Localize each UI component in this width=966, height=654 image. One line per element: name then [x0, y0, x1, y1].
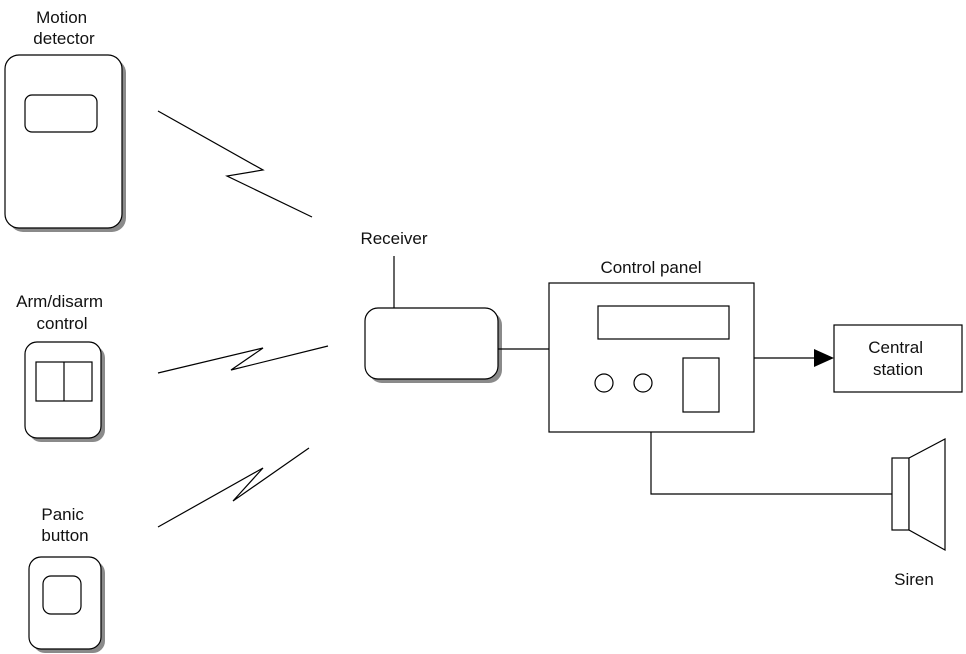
motion-detector-window — [24, 94, 98, 133]
panel-to-siren-line — [650, 432, 892, 495]
motion-detector-label: Motion detector — [33, 8, 95, 48]
control-panel-keypad — [682, 357, 720, 413]
receiver-device — [364, 256, 502, 383]
central-station-label: Central station — [868, 338, 928, 379]
control-panel-label: Control panel — [600, 258, 701, 277]
arm-disarm-label-line1: Arm/disarm — [16, 292, 103, 311]
motion-detector-label-line2: detector — [33, 29, 95, 48]
panic-button-wireless-link — [157, 447, 310, 528]
panic-button-label-line2: button — [41, 526, 88, 545]
siren-horn — [908, 438, 946, 552]
panic-button-label: Panic button — [41, 505, 88, 545]
motion-detector-label-line1: Motion — [36, 8, 87, 27]
receiver-body — [364, 307, 499, 380]
arm-disarm-label-line2: control — [36, 314, 87, 333]
control-panel-body — [548, 282, 755, 433]
siren-label: Siren — [894, 570, 934, 589]
central-station-box — [833, 324, 963, 393]
motion-detector-wireless-link — [157, 110, 313, 218]
panel-to-central-arrowhead — [814, 349, 834, 367]
siren-base — [891, 457, 910, 531]
control-panel-display — [597, 305, 730, 340]
control-panel-knob-2 — [633, 373, 653, 393]
panic-button-key — [42, 575, 82, 615]
control-panel-knob-1 — [594, 373, 614, 393]
arm-disarm-label: Arm/disarm control — [16, 292, 108, 333]
motion-detector-device — [4, 54, 126, 232]
control-panel-device — [548, 282, 755, 433]
central-station-label-line2: station — [873, 360, 923, 379]
motion-detector-body — [4, 54, 123, 229]
arm-disarm-wireless-link — [157, 345, 329, 374]
panic-button-label-line1: Panic — [41, 505, 84, 524]
arm-disarm-device — [24, 341, 105, 442]
central-station-label-line1: Central — [868, 338, 923, 357]
receiver-label: Receiver — [360, 229, 427, 248]
siren-icon — [891, 438, 946, 552]
panic-button-device — [28, 556, 105, 653]
